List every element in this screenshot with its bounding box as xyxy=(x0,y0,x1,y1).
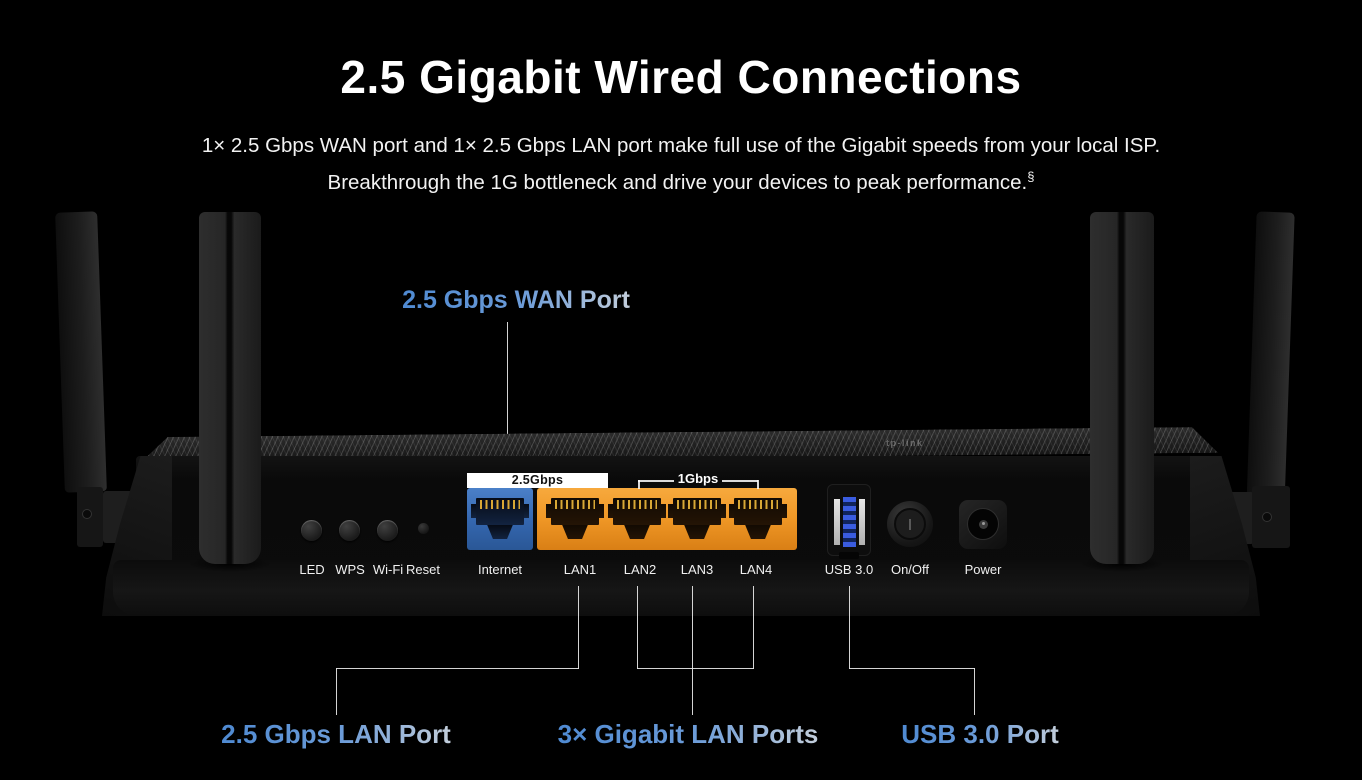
rj45-opening xyxy=(613,498,661,525)
callout-line-lan2-vertical xyxy=(637,586,638,669)
hinge-screw-right xyxy=(1262,512,1272,522)
lan-speed-bracket-left xyxy=(638,480,674,482)
internet-wan-port xyxy=(467,488,533,550)
lan-speed-bracket-right xyxy=(722,480,758,482)
rj45-ear-right xyxy=(599,504,604,518)
rj45-ear-right xyxy=(661,504,666,518)
callout-lan-25g-label: 2.5 Gbps LAN Port xyxy=(221,719,451,749)
label-lan3: LAN3 xyxy=(680,562,714,577)
antenna-left-outer xyxy=(55,211,107,493)
rj45-ear-right xyxy=(782,504,787,518)
power-jack xyxy=(959,500,1007,549)
footnote-marker: § xyxy=(1027,169,1035,184)
usb-shield-left xyxy=(834,499,840,545)
rj45-tab xyxy=(562,525,588,539)
callout-line-usb-vertical xyxy=(849,586,850,669)
subtitle-line-2-text: Breakthrough the 1G bottleneck and drive… xyxy=(327,170,1028,194)
usb-bottom-tab xyxy=(839,552,859,559)
rj45-ear-left xyxy=(729,504,734,518)
rj45-jack-lan3 xyxy=(668,498,726,542)
subtitle-line-1: 1× 2.5 Gbps WAN port and 1× 2.5 Gbps LAN… xyxy=(201,134,1161,157)
label-usb: USB 3.0 xyxy=(824,562,874,577)
rj45-opening xyxy=(734,498,782,525)
callout-line-lan1-horizontal xyxy=(336,668,579,669)
label-internet: Internet xyxy=(477,562,523,577)
rj45-pins xyxy=(617,500,657,509)
power-jack-hole xyxy=(967,508,999,540)
usb-insert-blue xyxy=(843,497,856,547)
page-title: 2.5 Gigabit Wired Connections xyxy=(340,51,1022,103)
power-line-icon xyxy=(909,519,911,530)
rj45-pins xyxy=(555,500,595,509)
rj45-tab xyxy=(684,525,710,539)
callout-gigabit-lan-label: 3× Gigabit LAN Ports xyxy=(557,719,819,749)
callout-line-usb-drop xyxy=(974,668,975,715)
callout-line-lan25-drop xyxy=(336,668,337,715)
wps-button xyxy=(339,520,360,541)
rj45-jack-lan1 xyxy=(546,498,604,542)
power-jack-glint xyxy=(982,522,985,525)
rj45-ear-left xyxy=(668,504,673,518)
lan-port-block xyxy=(537,488,797,550)
lan-speed-bracket-tick-right xyxy=(757,480,759,489)
rj45-pins xyxy=(738,500,778,509)
label-reset: Reset xyxy=(406,562,440,577)
label-lan4: LAN4 xyxy=(739,562,773,577)
hinge-screw-left xyxy=(82,509,92,519)
label-wps: WPS xyxy=(335,562,365,577)
label-lan1: LAN1 xyxy=(563,562,597,577)
usb-port xyxy=(827,484,871,559)
rj45-jack-lan2 xyxy=(608,498,666,542)
on-off-button-cap xyxy=(894,508,926,540)
rj45-ear-left xyxy=(608,504,613,518)
callout-wan-port-label: 2.5 Gbps WAN Port xyxy=(402,286,630,314)
rj45-tab xyxy=(487,525,513,539)
callout-line-lan3-vertical xyxy=(692,586,693,715)
label-power: Power xyxy=(964,562,1002,577)
wan-speed-tag: 2.5Gbps xyxy=(467,473,608,488)
rj45-ear-left xyxy=(546,504,551,518)
callout-line-wan xyxy=(507,322,508,458)
wifi-button xyxy=(377,520,398,541)
label-lan2: LAN2 xyxy=(623,562,657,577)
subtitle-line-2: Breakthrough the 1G bottleneck and drive… xyxy=(0,169,1362,195)
lan-speed-tag: 1Gbps xyxy=(677,471,719,486)
label-onoff: On/Off xyxy=(890,562,930,577)
tp-link-logo: tp-link xyxy=(886,438,924,448)
on-off-button xyxy=(887,501,933,547)
reset-button xyxy=(418,523,429,534)
lan-speed-bracket-tick-left xyxy=(638,480,640,489)
rj45-tab xyxy=(745,525,771,539)
rj45-ear-right xyxy=(721,504,726,518)
router-base xyxy=(113,560,1249,616)
rj45-opening xyxy=(551,498,599,525)
rj45-tab xyxy=(624,525,650,539)
rj45-ear-left xyxy=(471,504,476,518)
callout-line-usb-horizontal xyxy=(849,668,975,669)
rj45-ear-right xyxy=(524,504,529,518)
antenna-left-inner xyxy=(199,212,261,564)
usb-shield-right xyxy=(859,499,865,545)
label-wifi: Wi-Fi xyxy=(372,562,404,577)
callout-line-lan1-vertical xyxy=(578,586,579,669)
callout-line-gigabit-horizontal xyxy=(637,668,754,669)
rj45-opening xyxy=(673,498,721,525)
led-button xyxy=(301,520,322,541)
rj45-jack-lan4 xyxy=(729,498,787,542)
rj45-pins xyxy=(677,500,717,509)
rj45-pins xyxy=(480,500,520,509)
rj45-jack-wan xyxy=(471,498,529,542)
label-led: LED xyxy=(299,562,325,577)
rj45-opening xyxy=(476,498,524,525)
callout-usb-label: USB 3.0 Port xyxy=(901,719,1059,749)
antenna-right-inner xyxy=(1090,212,1154,564)
callout-line-lan4-vertical xyxy=(753,586,754,669)
